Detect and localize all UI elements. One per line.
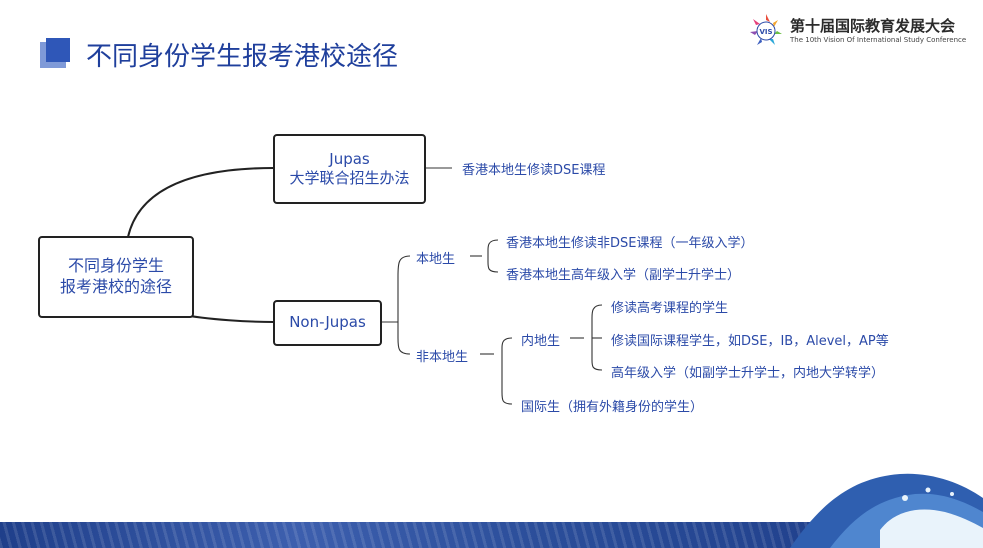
label-mainland-item-3: 高年级入学（如副学士升学士，内地大学转学）: [611, 366, 885, 381]
connector-mainland-bracket: [591, 304, 603, 371]
label-nonlocal: 非本地生: [416, 350, 469, 365]
node-jupas-line1: Jupas: [329, 149, 370, 168]
label-international: 国际生（拥有外籍身份的学生）: [521, 400, 704, 415]
label-mainland: 内地生: [521, 334, 561, 349]
conference-logo: VIS 第十届国际教育发展大会 The 10th Vision Of Inter…: [748, 12, 973, 52]
label-mainland-item-2: 修读国际课程学生，如DSE，IB，Alevel，AP等: [611, 334, 889, 349]
label-local: 本地生: [416, 252, 456, 267]
svg-text:VIS: VIS: [759, 28, 772, 36]
node-nonjupas-label: Non-Jupas: [289, 313, 366, 332]
label-mainland-item-1: 修读高考课程的学生: [611, 301, 729, 316]
connector-local-bracket: [487, 239, 499, 273]
node-root-line1: 不同身份学生: [67, 256, 164, 276]
title-square-icon: [46, 38, 70, 62]
logo-subtitle: The 10th Vision Of International Study C…: [790, 36, 967, 44]
node-jupas: Jupas 大学联合招生办法: [273, 134, 426, 204]
connector-nonjupas-bracket: [397, 255, 411, 355]
label-jupas-dse: 香港本地生修读DSE课程: [462, 163, 606, 178]
node-root: 不同身份学生 报考港校的途径: [38, 236, 194, 318]
label-local-item-2: 香港本地生高年级入学（副学士升学士）: [506, 268, 741, 283]
node-jupas-line2: 大学联合招生办法: [289, 169, 410, 187]
node-root-line2: 报考港校的途径: [59, 277, 172, 296]
label-local-item-1: 香港本地生修读非DSE课程（一年级入学）: [506, 236, 754, 251]
node-nonjupas: Non-Jupas: [273, 300, 382, 346]
connector-root-jupas: [127, 167, 275, 238]
connector-nonlocal-bracket: [501, 337, 513, 405]
logo-title: 第十届国际教育发展大会: [790, 17, 956, 35]
page-title: 不同身份学生报考港校途径: [86, 42, 399, 72]
vis-logo-icon: VIS: [750, 14, 782, 45]
